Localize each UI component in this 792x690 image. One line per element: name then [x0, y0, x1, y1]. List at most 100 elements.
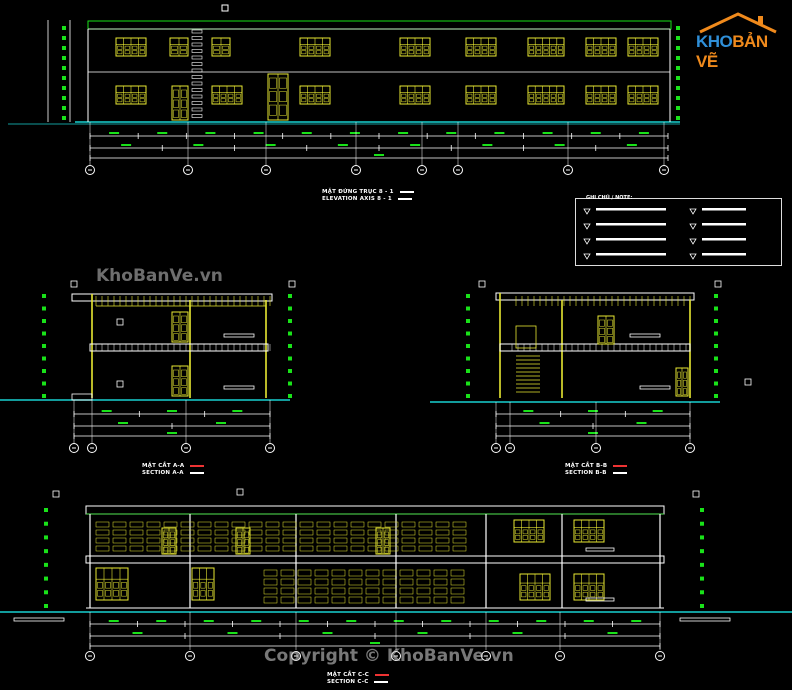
window-pane [587, 50, 593, 55]
level-marker [466, 306, 470, 311]
dimension-text [156, 620, 167, 622]
note-line [13, 617, 65, 622]
axis-bubble [265, 443, 275, 453]
door-panel [279, 77, 287, 89]
window-pane [423, 45, 429, 50]
dimension-text [193, 144, 204, 146]
lattice-cell [401, 545, 416, 552]
window-pane [644, 50, 650, 55]
dimension-text [167, 410, 177, 412]
stair-tread [191, 114, 203, 118]
tag-marker [714, 280, 722, 288]
window-pane [651, 45, 657, 50]
window-pane [597, 591, 603, 598]
window-pane [139, 50, 145, 55]
door-panel [181, 333, 187, 341]
level-marker [676, 96, 680, 100]
lattice-cell [265, 521, 280, 528]
window-pane [594, 50, 600, 55]
legend-symbol-icon [689, 253, 697, 260]
lattice-cell [433, 587, 448, 595]
fixture [585, 547, 615, 552]
window-pane [474, 50, 480, 55]
lattice-cell [231, 529, 246, 536]
tag-marker [116, 318, 124, 326]
door-panel [279, 91, 287, 103]
level-marker [676, 46, 680, 50]
dimension-text [393, 620, 404, 622]
window-pane [587, 98, 593, 103]
lattice-cell [367, 521, 382, 528]
door-panel [170, 547, 175, 554]
section-cc-title-en: SECTION C-C [327, 679, 369, 685]
roof-slab [85, 505, 665, 515]
door-panel [607, 327, 613, 335]
lattice-cell [95, 537, 110, 544]
legend-marks [583, 208, 746, 260]
level-marker [700, 576, 704, 581]
window-pane [558, 98, 563, 103]
lattice-cell [180, 529, 195, 536]
lattice-cell [382, 569, 397, 577]
lattice-cell [316, 537, 331, 544]
legend-symbol-icon [583, 208, 591, 215]
stair-tread [191, 107, 203, 112]
window-pane [590, 591, 596, 598]
window-pane [629, 50, 635, 55]
level-marker [466, 344, 470, 348]
window-pane [308, 98, 314, 103]
lattice-cell [180, 521, 195, 528]
lattice-cell [348, 569, 363, 577]
level-marker [62, 56, 66, 60]
window-pane [171, 45, 178, 50]
elevation-title-en: ELEVATION AXIS 8 - 1 [322, 196, 392, 202]
level-marker [700, 508, 704, 512]
lattice-cell [263, 587, 278, 595]
axis-bubble [563, 165, 573, 175]
door-panel [163, 539, 168, 546]
axis-bubble [185, 651, 195, 661]
level-marker [676, 26, 680, 30]
dimension-text [337, 144, 348, 146]
lattice-cell [95, 521, 110, 528]
window-pane [582, 591, 588, 598]
window-pane [132, 45, 138, 50]
lattice-cell [129, 521, 144, 528]
lattice-cell [433, 596, 448, 604]
lattice-cell [231, 545, 246, 552]
lattice-cell [333, 529, 348, 536]
level-marker [676, 66, 680, 70]
legend-entry-text [596, 253, 666, 256]
dimension-text [446, 132, 457, 134]
dimension-text [398, 132, 409, 134]
door-panel [244, 539, 249, 546]
lattice-cell [348, 587, 363, 595]
door-panel [181, 315, 187, 323]
floor-slab [85, 555, 665, 564]
window-pane [629, 98, 635, 103]
lattice-cell [382, 578, 397, 586]
window-pane [536, 585, 542, 591]
door-panel [181, 378, 187, 386]
lattice-cell [418, 545, 433, 552]
lattice-cell [263, 569, 278, 577]
lattice-cell [350, 521, 365, 528]
door-panel [173, 315, 179, 323]
dimension-text [626, 144, 637, 146]
window-pane [602, 50, 608, 55]
lattice-cell [280, 587, 295, 595]
lattice-cell [129, 537, 144, 544]
window-pane [489, 93, 495, 98]
level-marker [466, 369, 470, 373]
window-pane [602, 45, 608, 50]
legend-box: GHI CHÚ / NOTE: [575, 195, 782, 266]
lattice-cell [112, 521, 127, 528]
window-pane [602, 98, 608, 103]
window-pane [550, 93, 556, 98]
window-pane [536, 45, 542, 50]
axis-bubble [417, 165, 427, 175]
stair-tread [191, 49, 203, 53]
level-marker [288, 294, 292, 298]
lattice-cell [433, 578, 448, 586]
window-pane [193, 582, 199, 589]
